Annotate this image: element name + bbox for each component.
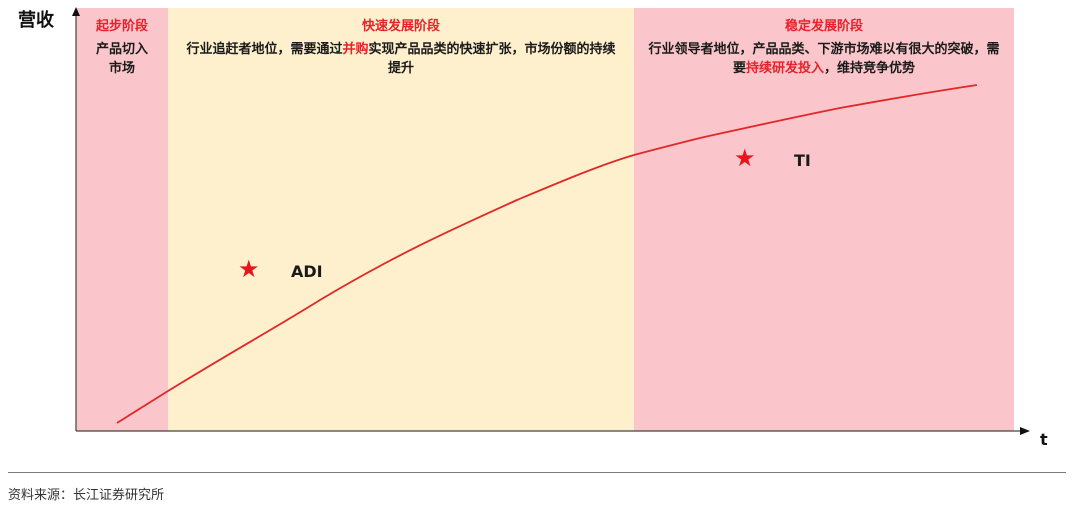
stage-startup-description: 产品切入 市场 (82, 40, 162, 78)
y-axis-label: 营收 (18, 10, 54, 31)
desc-text: 行业领导者地位，产品品类、下游市场难以有很大的突破，需要 (648, 42, 1000, 76)
stage-rapid-growth-region: 快速发展阶段 行业追赶者地位，需要通过并购实现产品品类的快速扩张，市场份额的持续… (168, 8, 634, 431)
stage-stable-growth-region: 稳定发展阶段 行业领导者地位，产品品类、下游市场难以有很大的突破，需要持续研发投… (634, 8, 1014, 431)
x-axis-arrow-icon (1020, 427, 1030, 435)
stage-startup-desc-line2: 市场 (108, 61, 135, 76)
desc-text: 行业追赶者地位，需要通过 (186, 42, 343, 57)
desc-text: 实现产品品类的快速扩张，市场份额的持续提升 (368, 42, 616, 76)
ti-star-icon: ★ (734, 144, 756, 172)
stage-stable-growth-description: 行业领导者地位，产品品类、下游市场难以有很大的突破，需要持续研发投入，维持竞争优… (644, 40, 1004, 78)
stage-rapid-growth-description: 行业追赶者地位，需要通过并购实现产品品类的快速扩张，市场份额的持续提升 (182, 40, 620, 78)
x-axis-label: t (1040, 430, 1048, 449)
desc-highlight: 持续研发投入 (745, 61, 824, 76)
ti-label: TI (794, 151, 811, 170)
stage-startup-region: 起步阶段 产品切入 市场 (76, 8, 168, 431)
stage-rapid-growth-title: 快速发展阶段 (361, 19, 440, 34)
stage-stable-growth-title: 稳定发展阶段 (784, 19, 863, 34)
y-axis-arrow-icon (72, 7, 80, 16)
adi-label: ADI (291, 262, 323, 281)
stage-startup-title: 起步阶段 (95, 19, 148, 34)
source-note: 资料来源：长江证券研究所 (8, 488, 165, 503)
desc-text: ，维持竞争优势 (824, 61, 916, 76)
desc-highlight: 并购 (342, 42, 369, 57)
footer-divider (8, 472, 1066, 473)
revenue-growth-curve (116, 84, 978, 424)
adi-star-icon: ★ (238, 255, 260, 283)
stage-startup-desc-line1: 产品切入 (95, 42, 148, 57)
